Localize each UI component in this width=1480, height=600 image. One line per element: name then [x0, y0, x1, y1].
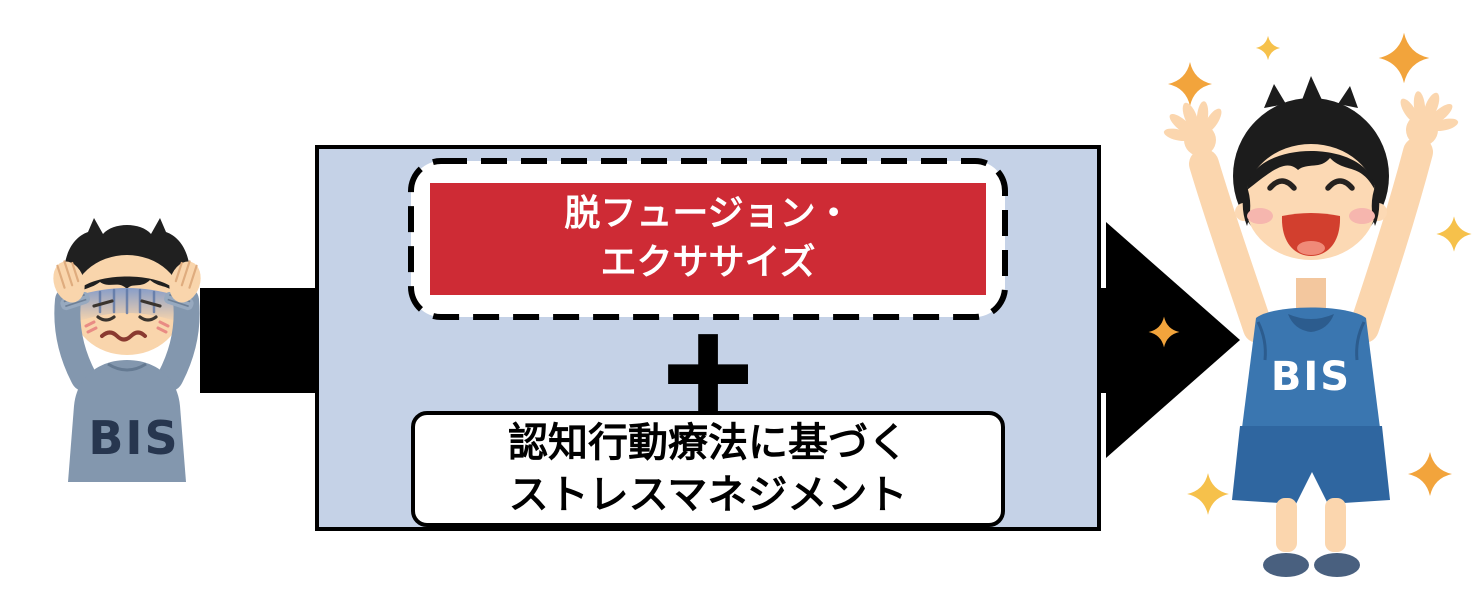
- wavy-mouth: [100, 330, 147, 342]
- sparkle-icon: [1255, 35, 1281, 61]
- cbt-box: 認知行動療法に基づく ストレスマネジメント: [411, 411, 1005, 527]
- defusion-dashed-frame: 脱フュージョン・ エクササイズ: [407, 157, 1009, 321]
- blush-marks: [84, 320, 170, 334]
- blush: [1247, 208, 1273, 224]
- left-shirt-label: BIS: [88, 411, 179, 465]
- hair-tufts: [1264, 76, 1358, 108]
- happy-person-illustration: BIS: [1148, 32, 1472, 577]
- blush: [1349, 208, 1375, 224]
- sparkle-icon: [1187, 473, 1229, 515]
- worried-eyes: [92, 299, 162, 322]
- open-mouth: [1281, 213, 1341, 256]
- right-hand: [164, 260, 201, 311]
- arrow-head-icon: [1106, 222, 1240, 458]
- shirt: [1242, 307, 1380, 438]
- cbt-label-line2: ストレスマネジメント: [508, 472, 908, 518]
- sparkle-icon: [1168, 62, 1212, 106]
- stressed-person-illustration: BIS: [53, 218, 201, 482]
- shorts: [1232, 426, 1390, 504]
- armhole-seams: [1256, 321, 1366, 361]
- right-shirt-label: BIS: [1271, 354, 1351, 400]
- intervention-box: 脱フュージョン・ エクササイズ + 認知行動療法に基づく ストレスマネジメント: [315, 145, 1101, 531]
- sparkle-icon: [1378, 32, 1430, 84]
- leg: [1325, 498, 1346, 552]
- tongue: [1297, 241, 1325, 255]
- sparkle-icon: [1148, 316, 1180, 348]
- shoe: [1314, 553, 1360, 577]
- face: [1245, 144, 1377, 260]
- cbt-label-line1: 認知行動療法に基づく: [508, 420, 908, 466]
- leg: [1276, 498, 1297, 552]
- bangs: [1247, 151, 1375, 190]
- collar: [1288, 314, 1334, 332]
- defusion-exercise-box: 脱フュージョン・ エクササイズ: [430, 183, 986, 295]
- happy-eyes: [1267, 178, 1355, 191]
- sparkle-icon: [1436, 216, 1472, 252]
- left-hand: [53, 260, 90, 311]
- sparkle-icon: [1408, 452, 1452, 496]
- shoe: [1263, 553, 1309, 577]
- raised-arms: [1189, 137, 1433, 343]
- collar: [107, 362, 147, 372]
- sweater: [68, 360, 186, 482]
- gloom-lines: [98, 288, 156, 315]
- bangs: [72, 276, 182, 302]
- defusion-label-line1: 脱フュージョン・: [564, 193, 852, 235]
- defusion-label-line2: エクササイズ: [600, 242, 816, 283]
